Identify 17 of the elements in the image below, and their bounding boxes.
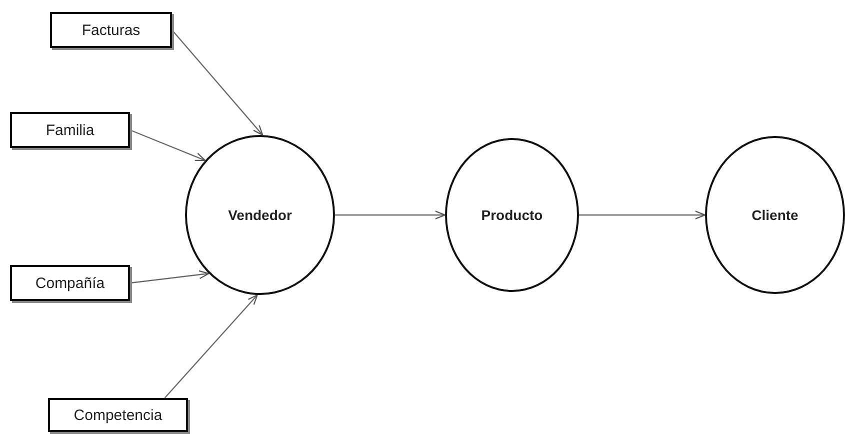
node-label: Producto xyxy=(481,207,543,223)
arrow xyxy=(130,270,210,284)
node-label: Vendedor xyxy=(228,207,292,223)
node-label: Facturas xyxy=(82,22,140,38)
node-label: Familia xyxy=(46,122,94,138)
text-box xyxy=(10,112,130,148)
arrow xyxy=(164,294,258,398)
arrow xyxy=(172,30,264,136)
text-box xyxy=(48,398,188,432)
node-label: Cliente xyxy=(752,207,798,223)
arrow xyxy=(579,210,706,220)
node-label: Compañía xyxy=(35,274,105,292)
arrow xyxy=(130,129,206,162)
text-box xyxy=(10,265,130,301)
text-box xyxy=(50,12,172,48)
node-label: Competencia xyxy=(74,406,162,424)
arrow xyxy=(335,210,446,220)
